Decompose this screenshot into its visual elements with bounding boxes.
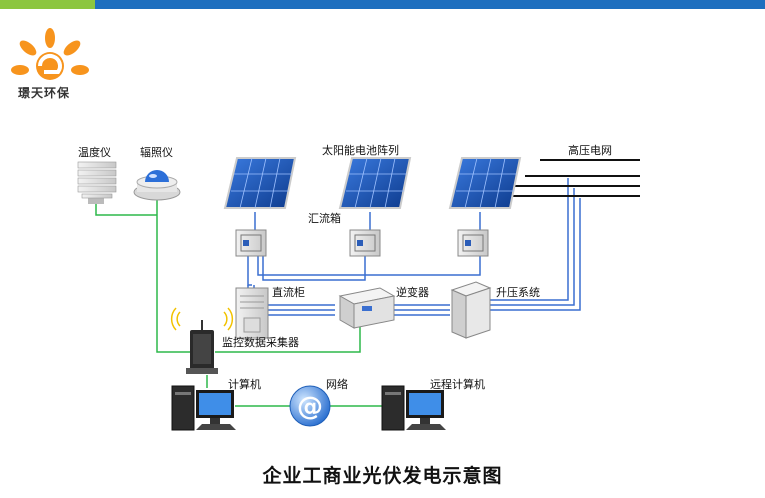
solar-panel-icon <box>448 157 522 209</box>
network-label: 网络 <box>326 378 348 391</box>
inverter-label: 逆变器 <box>396 286 429 299</box>
solar-panel-icon <box>223 157 297 209</box>
green-data-lines <box>95 200 385 407</box>
dc-cabinet-label: 直流柜 <box>272 286 305 299</box>
inverter-icon <box>338 287 396 329</box>
remote-computer-icon <box>381 385 446 431</box>
solar-array-label: 太阳能电池阵列 <box>322 144 399 157</box>
computer-label: 计算机 <box>228 378 261 391</box>
irradiance-label: 辐照仪 <box>140 146 173 159</box>
combiner-box-icon <box>457 229 489 257</box>
top-bar-green <box>0 0 95 9</box>
network-globe-icon: @ <box>289 385 331 427</box>
grid-label: 高压电网 <box>568 144 612 157</box>
thermometer-icon <box>77 161 117 204</box>
thermometer-label: 温度仪 <box>78 146 111 159</box>
brand-name: 璟天环保 <box>18 86 71 100</box>
data-collector-icon <box>170 307 234 374</box>
combiner-label: 汇流箱 <box>308 212 341 225</box>
grid-lines <box>505 159 640 197</box>
irradiance-meter-icon <box>133 170 181 201</box>
remote-computer-label: 远程计算机 <box>430 378 485 391</box>
monitor-label: 监控数据采集器 <box>222 336 299 349</box>
booster-system-icon <box>450 281 492 339</box>
solar-panel-icon <box>338 157 412 209</box>
combiner-box-icon <box>235 229 267 257</box>
top-bar-blue <box>95 0 765 9</box>
diagram-caption: 企业工商业光伏发电示意图 <box>262 465 503 487</box>
combiner-box-icon <box>349 229 381 257</box>
computer-icon <box>171 385 236 431</box>
svg-text:@: @ <box>297 392 323 422</box>
dc-cabinet-icon <box>235 287 269 339</box>
booster-label: 升压系统 <box>496 286 540 299</box>
blue-power-lines <box>247 178 581 316</box>
sun-logo-icon <box>11 28 89 80</box>
